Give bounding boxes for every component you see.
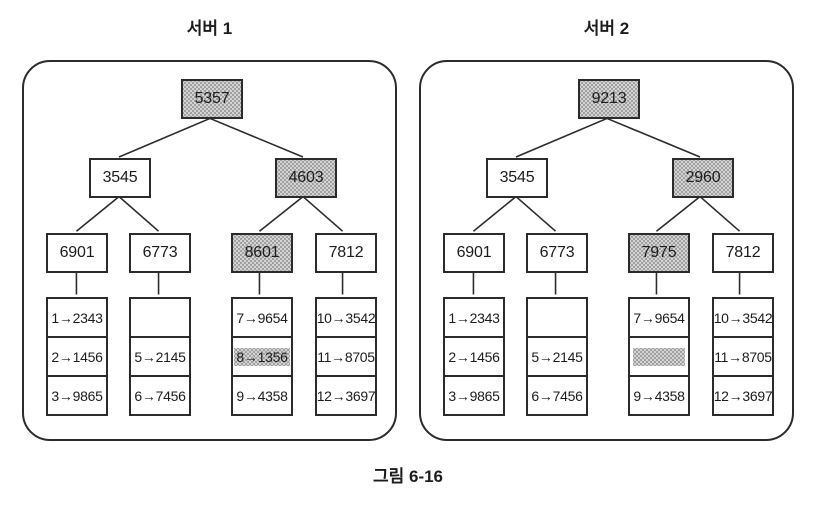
tree-leaf-node: 8601 <box>231 233 293 273</box>
key-value-entry: 3→9865 <box>51 387 103 404</box>
key-value-entry: 5→2145 <box>134 348 186 365</box>
tree-leaf-node: 7812 <box>315 233 377 273</box>
key-value-list: 1→2343 2→1456 3→9865 <box>46 297 108 416</box>
key-value-list: 5→2145 6→7456 <box>526 297 588 416</box>
list-cell: 5→2145 <box>528 336 586 375</box>
tree-internal-node: 3545 <box>486 158 548 198</box>
tree-leaf-node: 7812 <box>712 233 774 273</box>
key-value-entry: 10→3542 <box>713 309 773 326</box>
tree-root-node: 9213 <box>578 79 640 119</box>
list-cell: 7→9654 <box>233 299 291 336</box>
key-value-entry: 2→1456 <box>448 348 500 365</box>
tree-internal-node: 2960 <box>672 158 734 198</box>
key-value-entry: 12→3697 <box>713 387 773 404</box>
list-cell: 6→7456 <box>528 375 586 414</box>
key-value-entry: 11→8705 <box>714 348 772 365</box>
list-cell: 8→1356 <box>233 336 291 375</box>
tree-internal-node: 3545 <box>89 158 151 198</box>
server-2-title: 서버 2 <box>583 19 630 38</box>
list-cell: 9→4358 <box>630 375 688 414</box>
list-cell: 12→3697 <box>316 375 376 414</box>
key-value-entry: 3→9865 <box>448 387 500 404</box>
tree-internal-node: 4603 <box>275 158 337 198</box>
list-cell: 9→4358 <box>233 375 291 414</box>
list-cell: 6→7456 <box>131 375 189 414</box>
key-value-entry: 2→1456 <box>51 348 103 365</box>
key-value-list: 7→9654 9→4358 <box>628 297 690 416</box>
key-value-entry: 6→7456 <box>134 387 186 404</box>
server-1-panel: 5357 3545 4603 6901 6773 8601 7812 1→234… <box>22 60 397 441</box>
tree-root-node: 5357 <box>181 79 243 119</box>
key-value-list: 1→2343 2→1456 3→9865 <box>443 297 505 416</box>
key-value-entry: 5→2145 <box>531 348 583 365</box>
key-value-entry: 10→3542 <box>316 309 376 326</box>
server-1-title: 서버 1 <box>186 19 233 38</box>
key-value-entry: 8→1356 <box>236 348 288 365</box>
key-value-entry: 12→3697 <box>316 387 376 404</box>
key-value-entry: 1→2343 <box>51 309 103 326</box>
key-value-list: 5→2145 6→7456 <box>129 297 191 416</box>
tree-leaf-node: 6901 <box>443 233 505 273</box>
key-value-list: 7→9654 8→1356 9→4358 <box>231 297 293 416</box>
list-cell: 12→3697 <box>713 375 773 414</box>
tree-leaf-node: 6773 <box>129 233 191 273</box>
server-2-panel: 9213 3545 2960 6901 6773 7975 7812 1→234… <box>419 60 794 441</box>
list-cell: 3→9865 <box>445 375 503 414</box>
figure-caption: 그림 6-16 <box>372 467 444 486</box>
key-value-entry: 9→4358 <box>236 387 288 404</box>
list-cell <box>630 336 688 375</box>
list-cell: 2→1456 <box>445 336 503 375</box>
list-cell: 1→2343 <box>48 299 106 336</box>
list-cell <box>528 299 586 336</box>
list-cell: 11→8705 <box>317 336 375 375</box>
key-value-entry: 7→9654 <box>633 309 685 326</box>
key-value-entry: 6→7456 <box>531 387 583 404</box>
key-value-entry <box>633 348 685 366</box>
key-value-entry: 1→2343 <box>448 309 500 326</box>
list-cell: 5→2145 <box>131 336 189 375</box>
list-cell: 11→8705 <box>714 336 772 375</box>
tree-leaf-node: 7975 <box>628 233 690 273</box>
list-cell: 1→2343 <box>445 299 503 336</box>
tree-leaf-node: 6901 <box>46 233 108 273</box>
list-cell: 3→9865 <box>48 375 106 414</box>
key-value-entry: 7→9654 <box>236 309 288 326</box>
list-cell <box>131 299 189 336</box>
key-value-entry: 11→8705 <box>317 348 375 365</box>
tree-leaf-node: 6773 <box>526 233 588 273</box>
list-cell: 7→9654 <box>630 299 688 336</box>
list-cell: 10→3542 <box>713 299 773 336</box>
key-value-list: 10→3542 11→8705 12→3697 <box>315 297 377 416</box>
key-value-entry: 9→4358 <box>633 387 685 404</box>
key-value-list: 10→3542 11→8705 12→3697 <box>712 297 774 416</box>
list-cell: 2→1456 <box>48 336 106 375</box>
list-cell: 10→3542 <box>316 299 376 336</box>
